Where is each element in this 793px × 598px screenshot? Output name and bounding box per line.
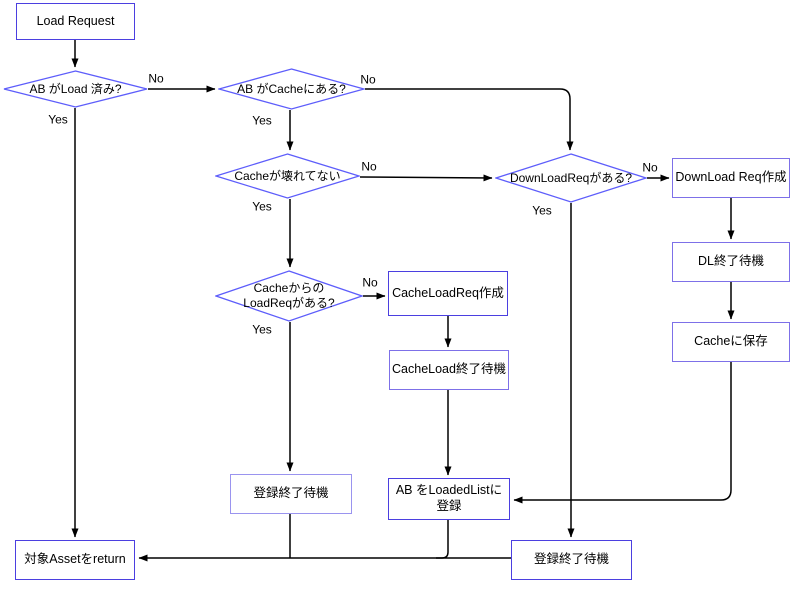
node-ab-loadedlist-register: AB をLoadedListに 登録 bbox=[388, 478, 510, 520]
edge-cachesave-to-register bbox=[513, 362, 732, 504]
node-cache-save: Cacheに保存 bbox=[672, 322, 790, 362]
node-register-wait-right: 登録終了待機 bbox=[511, 540, 632, 580]
diamond-shape bbox=[215, 153, 360, 199]
edge-cache-no bbox=[365, 88, 574, 151]
node-cacheload-wait: CacheLoad終了待機 bbox=[389, 350, 509, 390]
edge-label-loaded-no: No bbox=[147, 71, 165, 86]
node-target-asset-return: 対象Assetをreturn bbox=[15, 540, 135, 580]
node-downloadreq-create: DownLoad Req作成 bbox=[672, 158, 790, 198]
edge-label-cache-loadreq-no: No bbox=[361, 275, 379, 290]
diamond-shape bbox=[495, 153, 647, 203]
diamond-shape bbox=[3, 70, 148, 108]
edge-label-downloadreq-no: No bbox=[641, 160, 659, 175]
node-cacheloadreq-create: CacheLoadReq作成 bbox=[388, 271, 508, 316]
node-downloadreq-check: DownLoadReqがある? bbox=[495, 153, 647, 203]
node-ab-loaded-check: AB がLoad 済み? bbox=[3, 70, 148, 108]
node-cache-intact-check: Cacheが壊れてない bbox=[215, 153, 360, 199]
edge-label-cache-yes: Yes bbox=[251, 113, 273, 128]
edge-label-loaded-yes: Yes bbox=[47, 112, 69, 127]
edge-label-intact-yes: Yes bbox=[251, 199, 273, 214]
node-ab-cache-check: AB がCacheにある? bbox=[218, 68, 365, 110]
diamond-shape bbox=[215, 270, 363, 322]
edge-label-cache-loadreq-yes: Yes bbox=[251, 322, 273, 337]
node-load-request: Load Request bbox=[16, 3, 135, 40]
edge-label-cache-no: No bbox=[359, 72, 377, 87]
edge-label-intact-no: No bbox=[360, 159, 378, 174]
node-register-wait-mid: 登録終了待機 bbox=[230, 474, 352, 514]
diamond-shape bbox=[218, 68, 365, 110]
node-cache-loadreq-check: Cacheからの LoadReqがある? bbox=[215, 270, 363, 322]
node-dl-wait: DL終了待機 bbox=[672, 242, 790, 282]
edge-intact-no bbox=[359, 174, 493, 182]
edge-label-downloadreq-yes: Yes bbox=[531, 203, 553, 218]
